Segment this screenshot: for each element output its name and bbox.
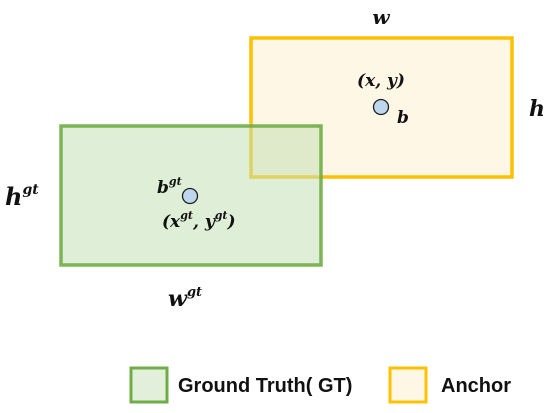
- anchor-center-coords: (x, y): [357, 71, 405, 91]
- legend-gt-swatch: [129, 366, 169, 404]
- gt-center-point: [181, 187, 199, 205]
- gt-center-name: bgt: [157, 175, 182, 198]
- legend-gt-label: Ground Truth( GT): [178, 375, 352, 397]
- gt-center-coords: (xgt, ygt): [162, 209, 236, 232]
- anchor-center-point: [372, 98, 390, 116]
- gt-height-label: hgt: [5, 182, 39, 211]
- anchor-height-label: h: [529, 96, 545, 122]
- legend-anchor-label: Anchor: [441, 375, 511, 397]
- anchor-width-label: w: [372, 5, 390, 29]
- anchor-center-name: b: [397, 108, 409, 128]
- gt-width-label: wgt: [168, 285, 202, 312]
- legend-anchor-swatch: [388, 366, 428, 404]
- legend: Ground Truth( GT) Anchor: [129, 366, 511, 404]
